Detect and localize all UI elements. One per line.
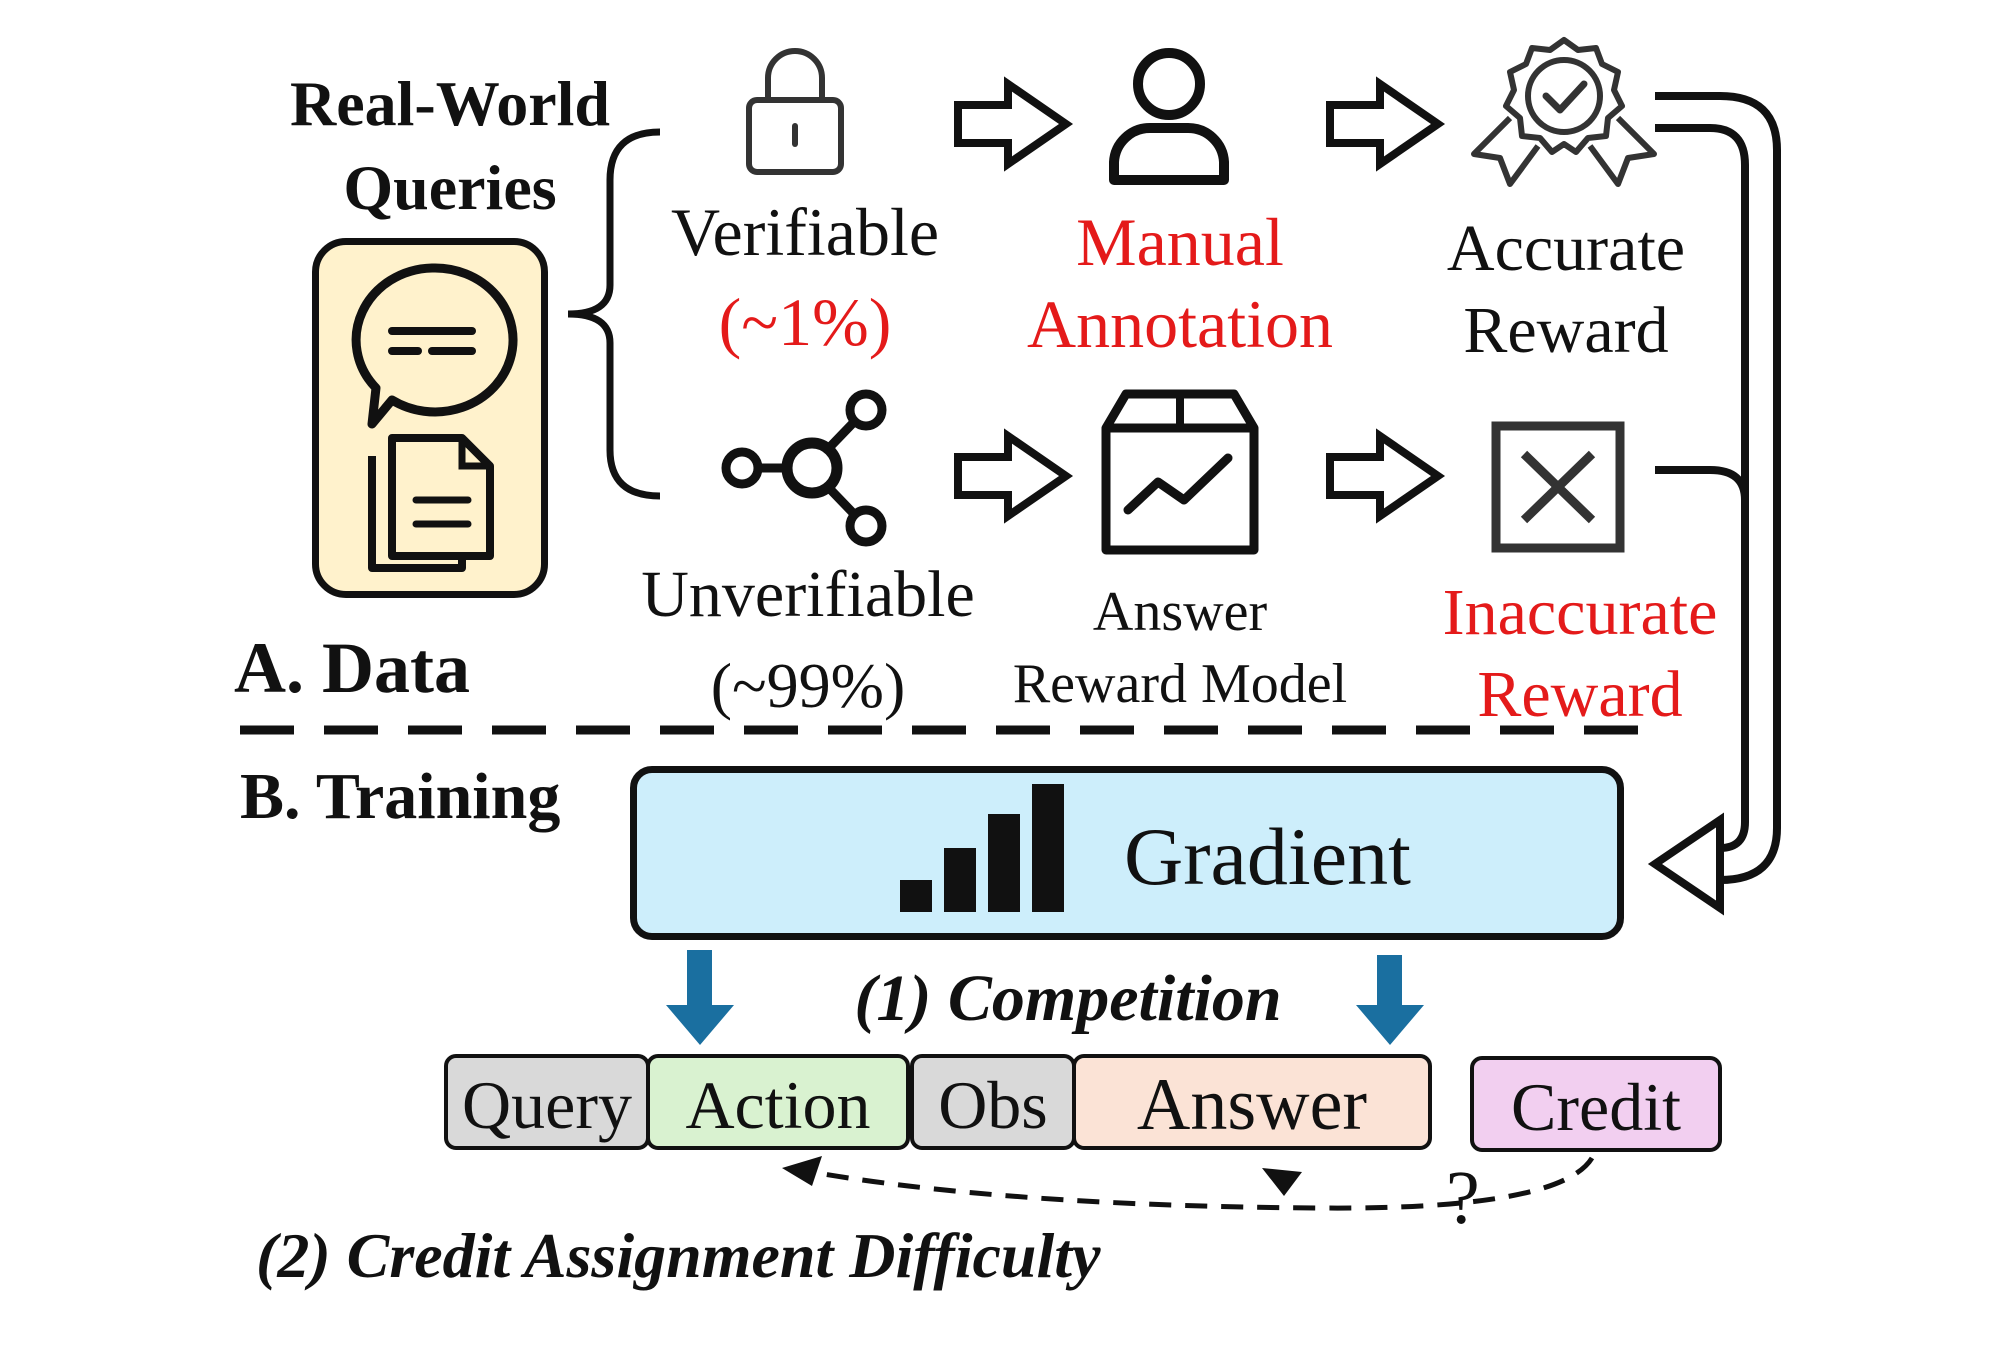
inaccurate-reward-line2: Reward [1477,658,1683,731]
return-arrow-outer [1655,92,1781,884]
answer-rm-line1: Answer [1092,581,1268,643]
return-arrow-head [1647,812,1724,916]
accurate-reward-line1: Accurate [1446,212,1686,285]
queries-title-line1: Real-World [290,68,610,139]
credit-arrowhead-answer [1262,1168,1302,1196]
manual-annotation-line2: Annotation [1027,286,1333,362]
segment-action: Action [646,1054,910,1150]
training-section-label: B. Training [240,760,561,833]
inaccurate-reward-line1: Inaccurate [1442,576,1718,649]
person-icon [1109,48,1229,185]
competition-label: (1) Competition [854,962,1282,1035]
unverifiable-label: Unverifiable [641,558,975,631]
share-nodes-icon [721,389,887,547]
credit-assignment-difficulty-label: (2) Credit Assignment Difficulty [256,1220,1101,1291]
answer-rm-line2: Reward Model [1012,653,1348,715]
arrow-verifiable-to-manual [954,76,1074,172]
segment-answer: Answer [1072,1054,1432,1150]
arrow-unverifiable-to-rm [954,428,1074,524]
manual-annotation-line1: Manual [1076,204,1284,280]
box-chart-icon [1101,389,1259,555]
down-arrow-action [666,950,734,1045]
accurate-reward-line2: Reward [1463,294,1669,367]
bar-signal-icon [900,784,1064,912]
gradient-box [630,766,1624,940]
gradient-label: Gradient [1124,811,1411,902]
segment-obs: Obs [910,1054,1076,1150]
segment-credit: Credit [1470,1056,1722,1152]
chat-document-icon [351,263,518,572]
return-arrow-inner-branch [1655,466,1749,501]
verifiable-label: Verifiable [670,194,940,270]
verifiable-percent: (~1%) [718,284,892,360]
segment-query: Query [444,1054,650,1150]
data-section-label: A. Data [234,628,470,708]
lock-icon [746,48,844,175]
return-arrow-inner [1655,124,1749,852]
credit-arrowhead-action [782,1156,822,1186]
arrow-manual-to-accurate [1326,76,1446,172]
x-box-icon [1491,421,1625,553]
down-arrow-answer [1356,955,1424,1045]
credit-question-mark: ? [1446,1156,1480,1240]
award-badge-icon [1471,37,1657,187]
arrow-rm-to-inaccurate [1326,428,1446,524]
unverifiable-percent: (~99%) [710,650,906,721]
query-brace [567,128,661,500]
queries-title-line2: Queries [343,152,557,223]
